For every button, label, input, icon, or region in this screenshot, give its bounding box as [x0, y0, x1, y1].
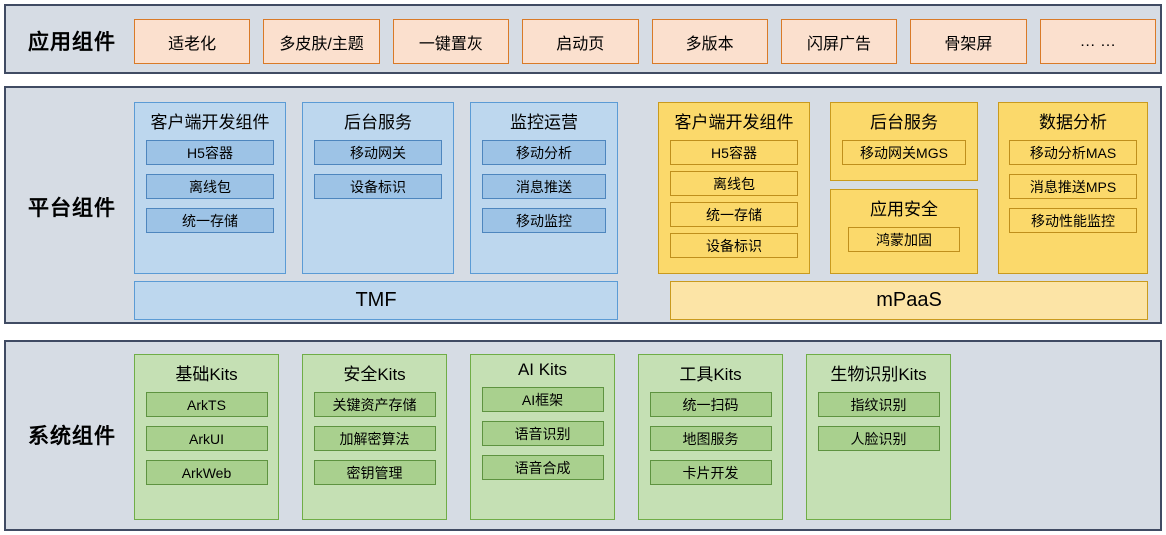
panel-title: 监控运营 — [510, 113, 578, 132]
item-device-id[interactable]: 设备标识 — [314, 174, 442, 199]
item-speech-recognition[interactable]: 语音识别 — [481, 421, 604, 446]
item-h5-container[interactable]: H5容器 — [670, 140, 798, 165]
panel-title: 客户端开发组件 — [150, 113, 270, 132]
item-map-service[interactable]: 地图服务 — [649, 426, 772, 451]
panel-security-kits[interactable]: 安全Kits 关键资产存储 加解密算法 密钥管理 — [302, 354, 447, 520]
panel-tmf-backend-service[interactable]: 后台服务 移动网关 设备标识 — [302, 102, 454, 274]
item-offline-package[interactable]: 离线包 — [670, 171, 798, 196]
panel-mpaas-app-security[interactable]: 应用安全 鸿蒙加固 — [830, 189, 978, 274]
item-speech-synthesis[interactable]: 语音合成 — [481, 455, 604, 480]
item-arkui[interactable]: ArkUI — [145, 426, 268, 451]
system-components-section: 系统组件 基础Kits ArkTS ArkUI ArkWeb 安全Kits 关键… — [4, 340, 1162, 531]
app-chip-yijianzhihui[interactable]: 一键置灰 — [392, 19, 510, 64]
item-mobile-gateway-mgs[interactable]: 移动网关MGS — [842, 140, 966, 165]
item-fingerprint-recognition[interactable]: 指纹识别 — [817, 392, 940, 417]
panel-title: 生物识别Kits — [830, 365, 927, 384]
item-mobile-perf-monitoring[interactable]: 移动性能监控 — [1009, 208, 1137, 233]
app-components-section: 应用组件 适老化 多皮肤/主题 一键置灰 启动页 多版本 闪屏广告 骨架屏 … … — [4, 4, 1162, 74]
panel-title: 安全Kits — [343, 365, 406, 384]
panel-mpaas-data-analytics[interactable]: 数据分析 移动分析MAS 消息推送MPS 移动性能监控 — [998, 102, 1148, 274]
item-mobile-analytics[interactable]: 移动分析 — [482, 140, 606, 165]
panel-title: 后台服务 — [344, 113, 412, 132]
panel-foundation-kits[interactable]: 基础Kits ArkTS ArkUI ArkWeb — [134, 354, 279, 520]
app-chip-duopifu[interactable]: 多皮肤/主题 — [263, 19, 380, 64]
app-chip-more[interactable]: … … — [1039, 19, 1156, 64]
item-message-push-mps[interactable]: 消息推送MPS — [1009, 174, 1137, 199]
app-chip-gujiaping[interactable]: 骨架屏 — [910, 19, 1027, 64]
panel-title: 数据分析 — [1039, 113, 1107, 132]
platform-components-section: 平台组件 客户端开发组件 H5容器 离线包 统一存储 后台服务 移动网关 设备标… — [4, 86, 1162, 324]
app-chip-shanpingguanggao[interactable]: 闪屏广告 — [780, 19, 898, 64]
app-components-label: 应用组件 — [28, 31, 116, 54]
system-components-label: 系统组件 — [28, 425, 116, 448]
item-crypto-algorithm[interactable]: 加解密算法 — [313, 426, 436, 451]
panel-title: 工具Kits — [679, 365, 742, 384]
item-mobile-gateway[interactable]: 移动网关 — [314, 140, 442, 165]
item-key-management[interactable]: 密钥管理 — [313, 460, 436, 485]
item-asset-store[interactable]: 关键资产存储 — [313, 392, 436, 417]
item-offline-package[interactable]: 离线包 — [146, 174, 274, 199]
item-mobile-analytics-mas[interactable]: 移动分析MAS — [1009, 140, 1137, 165]
item-device-id[interactable]: 设备标识 — [670, 233, 798, 258]
item-h5-container[interactable]: H5容器 — [146, 140, 274, 165]
app-chip-shilaohua[interactable]: 适老化 — [134, 19, 251, 64]
item-message-push[interactable]: 消息推送 — [482, 174, 606, 199]
item-ai-framework[interactable]: AI框架 — [481, 387, 604, 412]
panel-mpaas-client-dev[interactable]: 客户端开发组件 H5容器 离线包 统一存储 设备标识 — [658, 102, 810, 274]
app-components-chip-row: 适老化 多皮肤/主题 一键置灰 启动页 多版本 闪屏广告 骨架屏 … … — [134, 19, 1156, 64]
panel-title: 应用安全 — [870, 200, 938, 219]
panel-title: AI Kits — [517, 360, 568, 379]
item-unified-storage[interactable]: 统一存储 — [146, 208, 274, 233]
item-harmony-hardening[interactable]: 鸿蒙加固 — [848, 227, 960, 252]
app-chip-duobanben[interactable]: 多版本 — [651, 19, 768, 64]
panel-title: 后台服务 — [870, 113, 938, 132]
panel-title: 基础Kits — [175, 365, 238, 384]
panel-ai-kits[interactable]: AI Kits AI框架 语音识别 语音合成 — [470, 354, 615, 520]
item-card-development[interactable]: 卡片开发 — [649, 460, 772, 485]
panel-tmf-client-dev[interactable]: 客户端开发组件 H5容器 离线包 统一存储 — [134, 102, 286, 274]
bar-tmf[interactable]: TMF — [134, 281, 618, 320]
item-unified-scan[interactable]: 统一扫码 — [649, 392, 772, 417]
platform-components-label: 平台组件 — [28, 197, 116, 220]
item-mobile-monitoring[interactable]: 移动监控 — [482, 208, 606, 233]
panel-tool-kits[interactable]: 工具Kits 统一扫码 地图服务 卡片开发 — [638, 354, 783, 520]
item-arkts[interactable]: ArkTS — [145, 392, 268, 417]
item-arkweb[interactable]: ArkWeb — [145, 460, 268, 485]
panel-tmf-monitoring-ops[interactable]: 监控运营 移动分析 消息推送 移动监控 — [470, 102, 618, 274]
panel-title: 客户端开发组件 — [674, 113, 794, 132]
bar-mpaas[interactable]: mPaaS — [670, 281, 1148, 320]
item-face-recognition[interactable]: 人脸识别 — [817, 426, 940, 451]
panel-biometric-kits[interactable]: 生物识别Kits 指纹识别 人脸识别 — [806, 354, 951, 520]
app-chip-qidongye[interactable]: 启动页 — [522, 19, 639, 64]
panel-mpaas-backend-service[interactable]: 后台服务 移动网关MGS — [830, 102, 978, 181]
item-unified-storage[interactable]: 统一存储 — [670, 202, 798, 227]
